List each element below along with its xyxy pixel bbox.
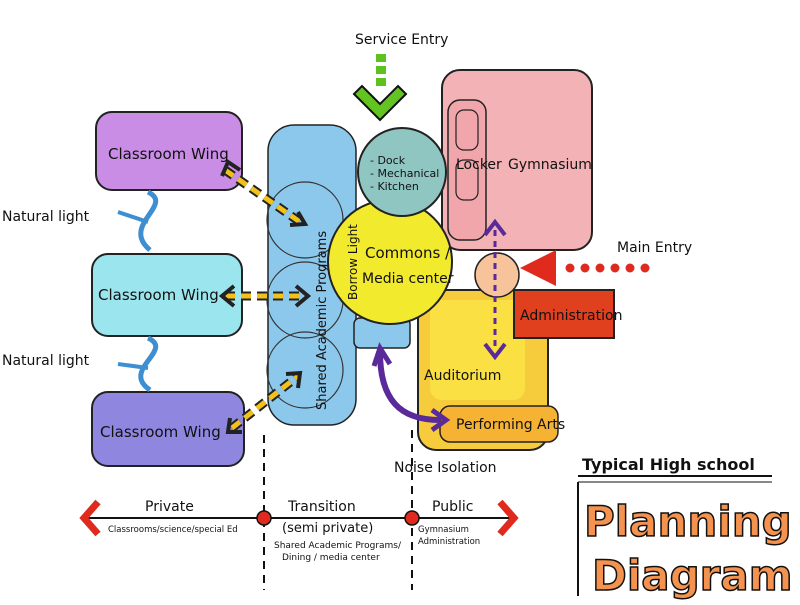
locker-label: Locker xyxy=(456,157,502,173)
auditorium-label: Auditorium xyxy=(424,368,501,384)
media-center-label: Media center xyxy=(362,271,454,287)
mechanical-label: - Mechanical xyxy=(370,167,439,180)
classroom-wing-3-label: Classroom Wing xyxy=(100,423,221,441)
natural-light-arrow-2 xyxy=(138,335,158,393)
transition-label: Transition xyxy=(287,499,356,515)
natural-light-arrow-1 xyxy=(138,189,158,252)
title-diagram: Diagram xyxy=(592,551,792,600)
service-block: - Dock - Mechanical - Kitchen xyxy=(357,127,447,217)
transition-sub2-label: Shared Academic Programs/ xyxy=(274,541,402,551)
wing-connections xyxy=(218,159,312,434)
natural-light-pointer-2 xyxy=(117,362,149,370)
chevron-right-icon xyxy=(497,499,519,537)
dock-label: - Dock xyxy=(370,154,406,167)
title-planning: Planning xyxy=(584,497,792,546)
shared-academic-block: Shared Academic Programs xyxy=(266,124,357,426)
gymnasium-block: Locker Gymnasium xyxy=(441,69,593,251)
vertical-circulation-arrow xyxy=(483,218,507,361)
noise-isolation-label: Noise Isolation xyxy=(394,460,497,476)
administration-block: Administration xyxy=(513,289,622,339)
chevron-down-icon xyxy=(352,84,408,122)
public-label: Public xyxy=(432,499,473,515)
performing-arts-label: Performing Arts xyxy=(456,417,565,433)
arrow-left-icon xyxy=(520,250,556,286)
natural-light-1-label: Natural light xyxy=(2,209,90,225)
classroom-wing-2-label: Classroom Wing xyxy=(98,286,219,304)
shared-academic-label: Shared Academic Programs xyxy=(315,231,330,410)
natural-light-2-label: Natural light xyxy=(2,353,90,369)
arrow-up-icon xyxy=(371,342,393,367)
arrow-right-icon xyxy=(430,407,451,433)
main-entry-label: Main Entry xyxy=(617,240,692,256)
title-small: Typical High school xyxy=(582,455,755,474)
commons-block: Commons / Media center Borrow Light xyxy=(327,199,454,325)
borrow-light-label: Borrow Light xyxy=(346,224,360,300)
private-label: Private xyxy=(145,499,194,515)
public-sub2-label: Administration xyxy=(418,537,480,547)
main-entry: Main Entry xyxy=(520,240,692,286)
service-entry: Service Entry xyxy=(352,32,448,122)
classroom-wing-2: Classroom Wing xyxy=(91,253,243,337)
classroom-wing-1: Classroom Wing xyxy=(95,111,243,191)
natural-light-pointer-1 xyxy=(117,210,149,224)
chevron-left-icon xyxy=(79,499,101,537)
title-block: Typical High school Planning Diagram xyxy=(577,455,793,601)
classroom-wing-3: Classroom Wing xyxy=(91,391,245,467)
kitchen-label: - Kitchen xyxy=(370,180,419,193)
commons-label: Commons / xyxy=(365,244,451,262)
transition-sub-label: (semi private) xyxy=(282,521,373,536)
administration-label: Administration xyxy=(520,308,622,324)
privacy-scale: Private Classrooms/science/special Ed Tr… xyxy=(79,499,519,563)
public-sub1-label: Gymnasium xyxy=(418,525,469,535)
commons-to-performing-arrow xyxy=(377,351,441,423)
gymnasium-label: Gymnasium xyxy=(508,157,592,173)
transition-sub3-label: Dining / media center xyxy=(282,553,380,563)
lobby-node xyxy=(474,252,520,298)
private-sub-label: Classrooms/science/special Ed xyxy=(108,525,238,535)
classroom-wing-1-label: Classroom Wing xyxy=(108,145,229,163)
service-entry-label: Service Entry xyxy=(355,32,448,48)
